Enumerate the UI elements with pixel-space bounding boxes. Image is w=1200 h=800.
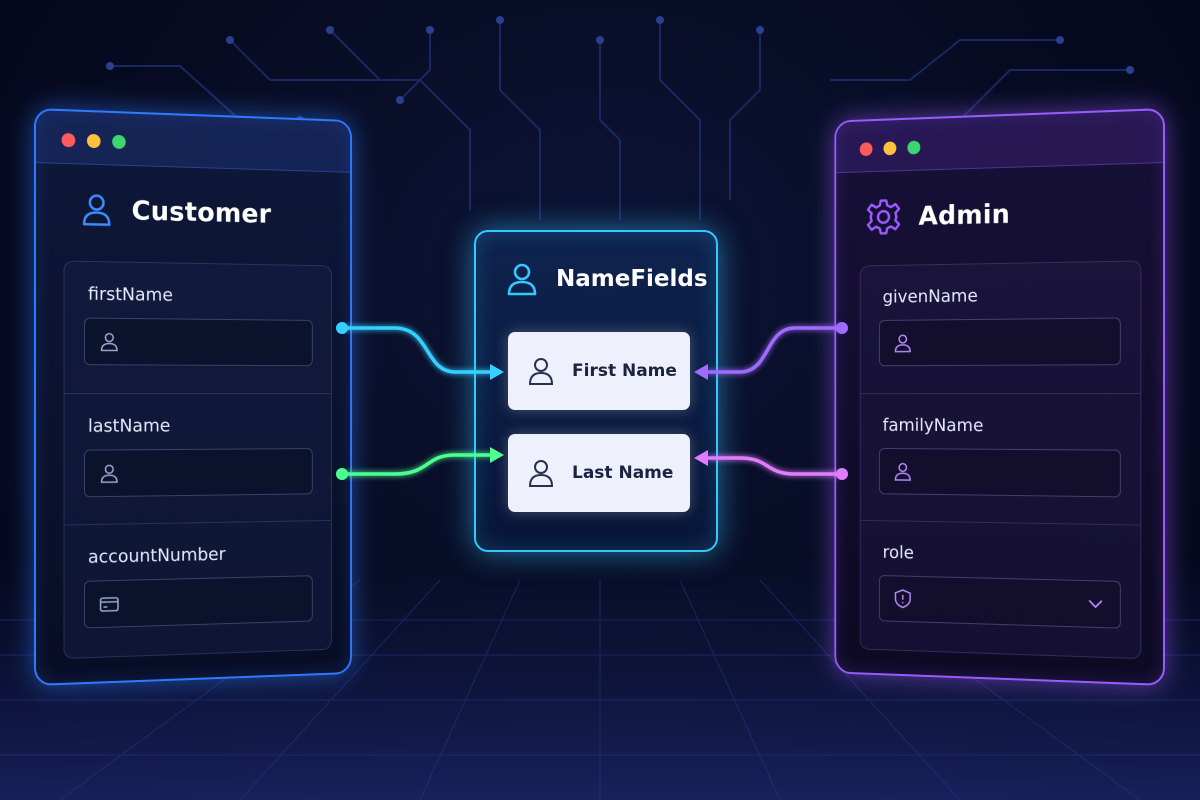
- field-givenname: givenName: [861, 261, 1141, 393]
- user-icon: [507, 263, 537, 296]
- field-label: accountNumber: [87, 544, 226, 568]
- field-label: role: [882, 542, 914, 564]
- namefields-header: NameFields: [506, 262, 708, 296]
- minimize-window-button[interactable]: [883, 141, 897, 156]
- namefields-title: NameFields: [556, 266, 708, 292]
- last-name-label: Last Name: [572, 463, 674, 483]
- close-window-button[interactable]: [859, 142, 873, 157]
- field-accountnumber: accountNumber: [64, 519, 332, 656]
- first-name-label: First Name: [572, 361, 677, 381]
- minimize-window-button[interactable]: [86, 133, 101, 149]
- customer-title: Customer: [131, 195, 272, 229]
- namefields-panel: NameFields First Name Last Name: [474, 230, 718, 552]
- admin-panel: Admin givenName familyName role: [834, 108, 1165, 686]
- user-icon: [893, 461, 913, 482]
- role-dropdown[interactable]: [878, 575, 1121, 629]
- last-name-field[interactable]: Last Name: [508, 434, 690, 512]
- first-name-field[interactable]: First Name: [508, 332, 690, 410]
- gear-icon: [865, 197, 902, 236]
- firstname-input[interactable]: [84, 317, 313, 367]
- user-icon: [99, 331, 120, 353]
- field-label: givenName: [882, 285, 978, 308]
- admin-title: Admin: [918, 198, 1011, 232]
- card-icon: [99, 593, 120, 615]
- customer-panel: Customer firstName lastName accountNumbe…: [34, 108, 352, 686]
- chevron-down-icon: [1087, 595, 1104, 613]
- lastname-input[interactable]: [84, 448, 313, 498]
- admin-window-titlebar: [836, 110, 1164, 174]
- field-label: firstName: [87, 283, 173, 306]
- field-role: role: [860, 519, 1141, 657]
- user-icon: [893, 332, 913, 353]
- field-label: lastName: [87, 415, 171, 437]
- maximize-window-button[interactable]: [112, 134, 126, 150]
- field-firstname: firstName: [64, 262, 331, 394]
- givenname-input[interactable]: [878, 317, 1121, 367]
- field-familyname: familyName: [860, 393, 1141, 525]
- field-lastname: lastName: [64, 393, 332, 525]
- user-icon: [528, 460, 554, 487]
- admin-fields: givenName familyName role: [859, 260, 1142, 660]
- field-label: familyName: [882, 415, 984, 437]
- shield-icon: [893, 588, 913, 610]
- close-window-button[interactable]: [61, 132, 76, 148]
- user-icon: [528, 358, 554, 385]
- accountnumber-input[interactable]: [84, 575, 313, 629]
- customer-header: Customer: [79, 191, 271, 231]
- customer-window-titlebar: [35, 110, 351, 173]
- familyname-input[interactable]: [878, 447, 1121, 498]
- user-icon: [79, 191, 114, 228]
- maximize-window-button[interactable]: [907, 140, 921, 155]
- customer-fields: firstName lastName accountNumber: [63, 260, 332, 659]
- admin-header: Admin: [865, 194, 1010, 236]
- user-icon: [99, 462, 120, 484]
